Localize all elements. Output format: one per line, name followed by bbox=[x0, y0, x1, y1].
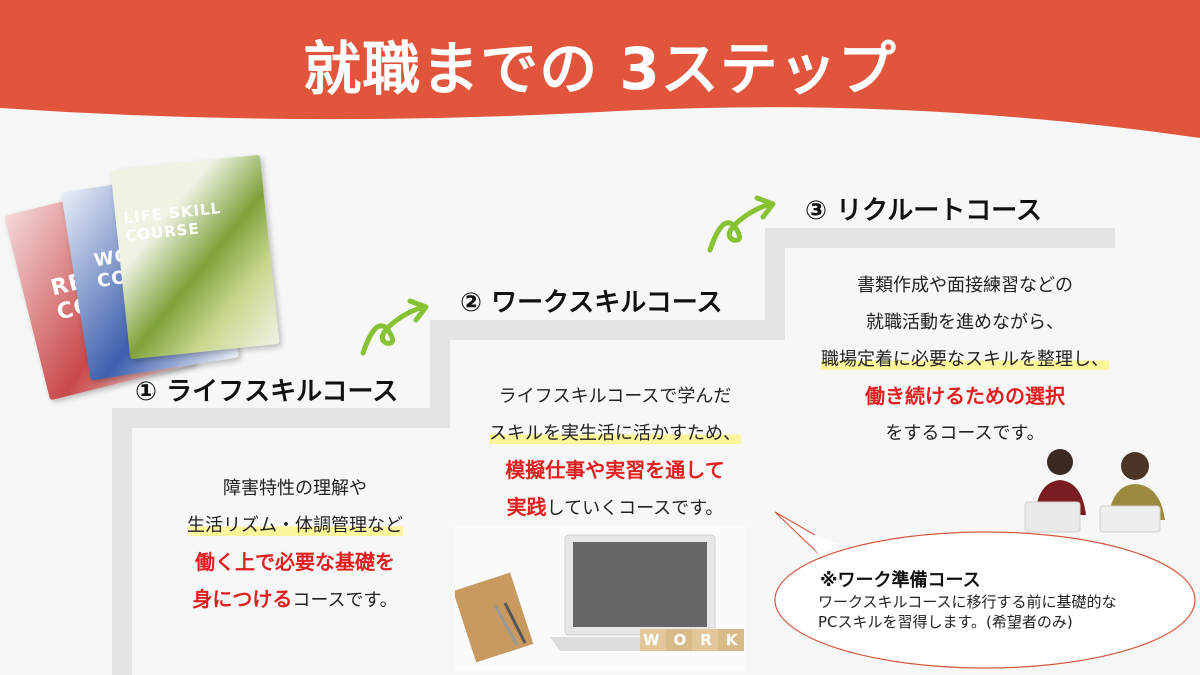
green-arrow-icon bbox=[360, 298, 429, 356]
step3-line4: 働き続けるための選択 bbox=[865, 384, 1065, 408]
step2-line4-suffix: していくコースです。 bbox=[546, 498, 724, 519]
note-title: ※ワーク準備コース bbox=[820, 570, 981, 591]
step3-title: ③ リクルートコース bbox=[805, 196, 1042, 226]
note-line1: ワークスキルコースに移行する前に基礎的な bbox=[818, 593, 1117, 611]
step2-line4-red: 実践 bbox=[506, 495, 547, 519]
page-title: 就職までの 3ステップ bbox=[303, 35, 897, 103]
step3-line1: 書類作成や面接練習などの bbox=[857, 275, 1073, 296]
pen-icon bbox=[493, 602, 527, 646]
work-blocks-label: WORK bbox=[643, 631, 752, 649]
laptop-work-photo bbox=[455, 525, 745, 670]
step3-description: 書類作成や面接練習などの 就職活動を進めながら、 職場定着に必要なスキルを整理し… bbox=[790, 267, 1140, 452]
note-line2: PCスキルを習得します。(希望者のみ) bbox=[818, 613, 1073, 631]
green-arrow-icon bbox=[707, 195, 776, 253]
course-books-image: RECRUIT COURSE WORK COURSE LIFE SKILL CO… bbox=[4, 150, 290, 401]
header-banner: 就職までの 3ステップ bbox=[0, 0, 1200, 145]
step1-title: ① ライフスキルコース bbox=[135, 377, 399, 407]
work-blocks bbox=[640, 629, 744, 651]
step3-line3: 職場定着に必要なスキルを整理し、 bbox=[821, 349, 1109, 370]
step1-description: 障害特性の理解や 生活リズム・体調管理など 働く上で必要な基礎を 身につけるコー… bbox=[140, 470, 450, 619]
header-wave-bg bbox=[0, 0, 1200, 138]
note-bubble bbox=[774, 511, 1196, 669]
step2-line3: 模擬仕事や実習を通して bbox=[505, 458, 725, 482]
step2-line1: ライフスキルコースで学んだ bbox=[498, 386, 732, 407]
step1-line2: 生活リズム・体調管理など bbox=[187, 515, 403, 536]
step3-line2: 就職活動を進めながら、 bbox=[866, 312, 1064, 333]
step2-line2: スキルを実生活に活かすため、 bbox=[489, 423, 741, 444]
people-photo bbox=[1020, 440, 1195, 535]
note-text: ワークスキルコースに移行する前に基礎的な PCスキルを習得します。(希望者のみ) bbox=[818, 592, 1117, 632]
step2-description: ライフスキルコースで学んだ スキルを実生活に活かすため、 模擬仕事や実習を通して… bbox=[460, 378, 770, 527]
step1-line4-suffix: コースです。 bbox=[292, 590, 398, 611]
step1-line1: 障害特性の理解や bbox=[223, 478, 367, 499]
step1-line4-red: 身につける bbox=[192, 587, 293, 611]
step3-line5: をするコースです。 bbox=[885, 423, 1045, 444]
step1-line3: 働く上で必要な基礎を bbox=[195, 550, 395, 574]
step2-title: ② ワークスキルコース bbox=[460, 288, 723, 318]
book-lifeskill: LIFE SKILL COURSE bbox=[110, 154, 280, 360]
book-lifeskill-label: LIFE SKILL COURSE bbox=[122, 199, 222, 246]
